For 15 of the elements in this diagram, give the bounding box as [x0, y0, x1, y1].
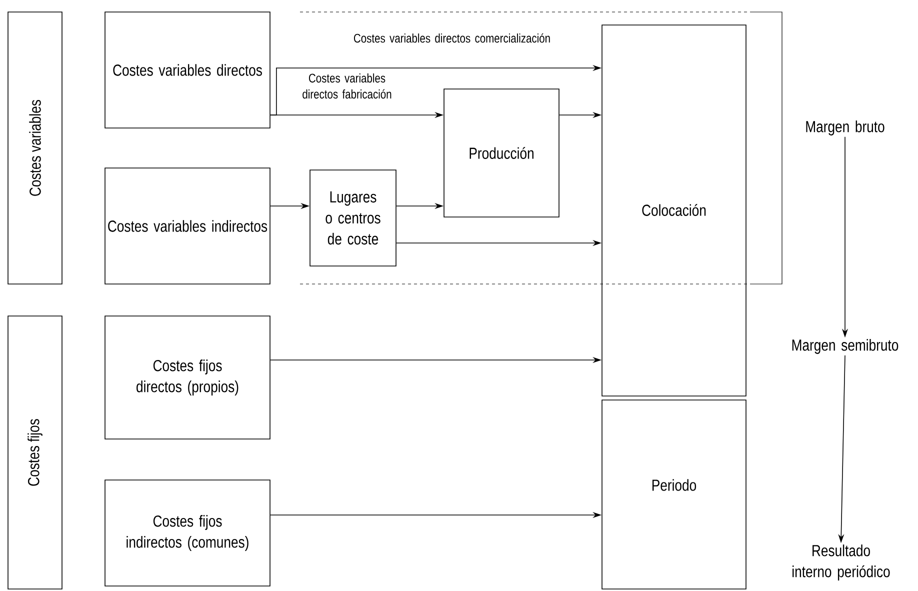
- process-box: Lugares o centros de coste: [310, 170, 396, 266]
- result-label: Resultado interno periódico: [792, 544, 890, 580]
- process-box: Colocación: [602, 24, 746, 396]
- process-box: Costes variables directos: [104, 12, 270, 128]
- result-label: Margen semibruto: [792, 339, 898, 354]
- process-box: Costes variables indirectos: [104, 168, 270, 284]
- result-label: Margen bruto: [806, 120, 884, 136]
- category-band: Costes variables: [8, 12, 62, 284]
- category-band: Costes fijos: [8, 316, 62, 590]
- process-box: Producción: [444, 88, 560, 218]
- process-box: Costes fijos directos (propios): [104, 316, 270, 440]
- edge-label: Costes variables directos comercialización: [354, 33, 550, 43]
- process-box: Periodo: [602, 400, 746, 590]
- edge-label: Costes variables directos fabricación: [302, 73, 392, 99]
- process-box: Costes fijos indirectos (comunes): [104, 480, 270, 586]
